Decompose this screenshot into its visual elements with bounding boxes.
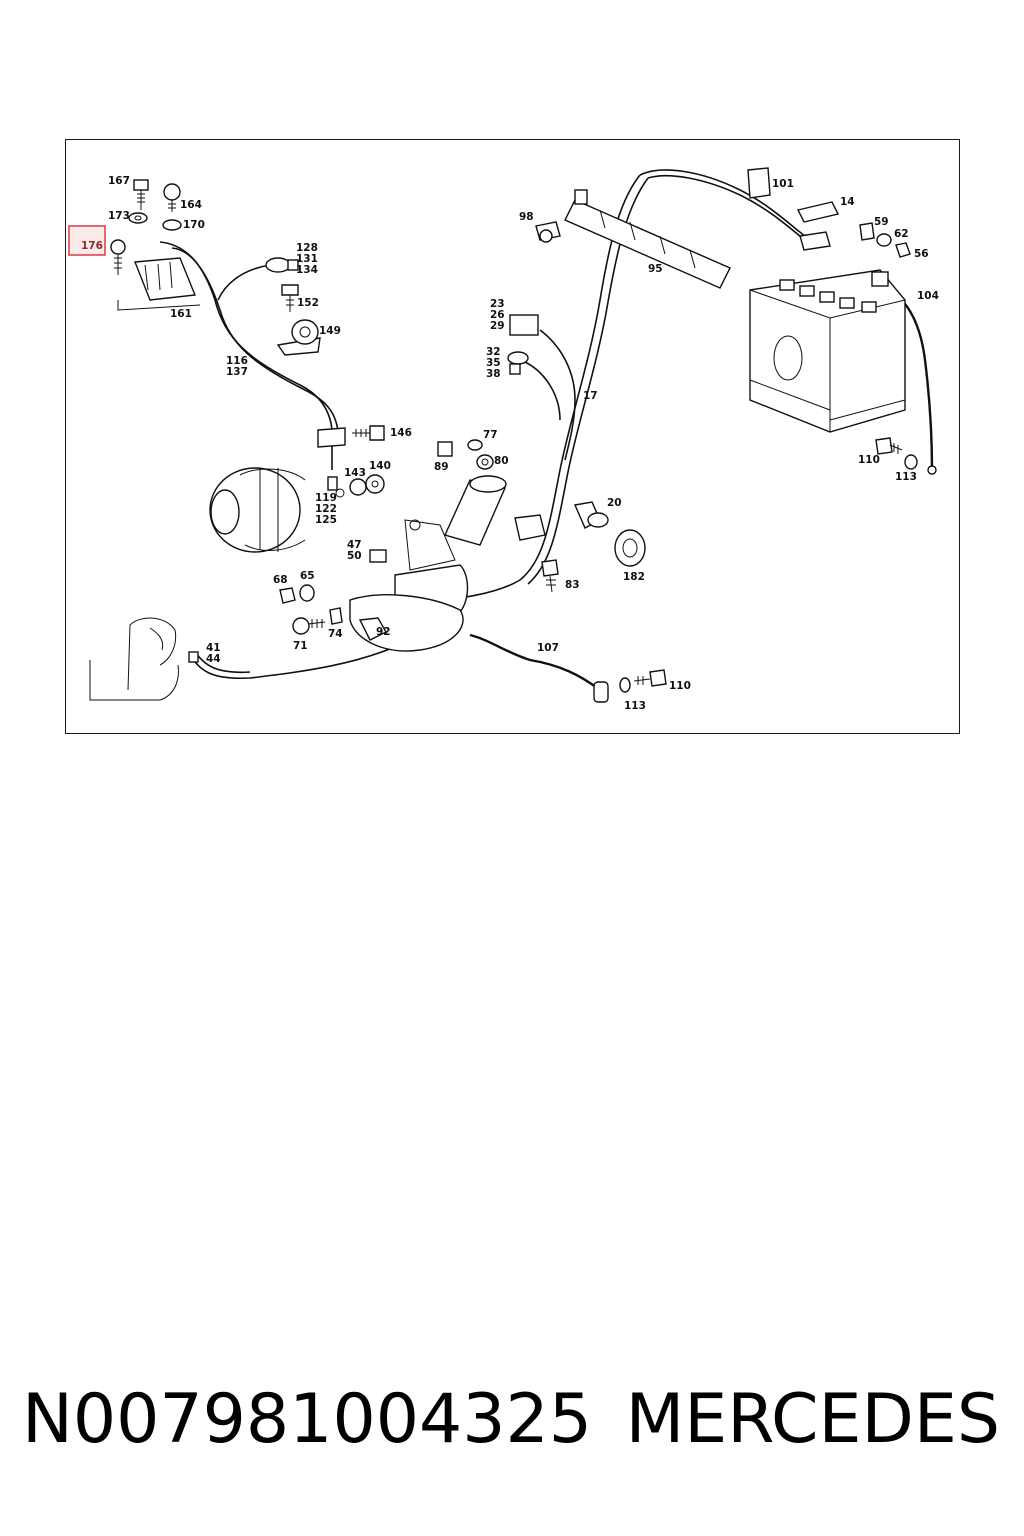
callout-26[interactable]: 26 [490,309,505,321]
callout-164[interactable]: 164 [180,199,202,211]
callout-29[interactable]: 29 [490,320,505,332]
callout-17[interactable]: 17 [583,390,598,402]
footer: N007981004325 MERCEDES [0,1375,1024,1475]
harness-top [639,169,811,241]
harness-lower [189,639,411,680]
callout-170[interactable]: 170 [183,219,205,231]
callout-167[interactable]: 167 [108,175,130,187]
callout-98[interactable]: 98 [519,211,534,223]
callout-149[interactable]: 149 [319,325,341,337]
harness-top-b [647,175,813,247]
callout-161[interactable]: 161 [170,308,192,320]
callout-137[interactable]: 137 [226,366,248,378]
callout-80[interactable]: 80 [494,455,509,467]
cable-terminal [927,465,937,475]
callout-134[interactable]: 134 [296,264,318,276]
callout-74[interactable]: 74 [328,628,343,640]
engine-bracket [89,617,179,701]
callout-35[interactable]: 35 [486,357,501,369]
callout-146[interactable]: 146 [390,427,412,439]
callout-125[interactable]: 125 [315,514,337,526]
callout-44[interactable]: 44 [206,653,221,665]
harness-left-b [171,247,339,433]
callout-47[interactable]: 47 [347,539,362,551]
callout-95[interactable]: 95 [648,263,663,275]
callout-65[interactable]: 65 [300,570,315,582]
callout-104[interactable]: 104 [917,290,939,302]
highlight-box[interactable] [68,225,106,256]
callout-71[interactable]: 71 [293,640,308,652]
callout-62[interactable]: 62 [894,228,909,240]
callout-23[interactable]: 23 [490,298,505,310]
harness-connector-branch [539,329,576,461]
callout-113-lower[interactable]: 113 [624,700,646,712]
callout-182[interactable]: 182 [623,571,645,583]
callout-116[interactable]: 116 [226,355,248,367]
callouts: 167 164 173 170 176 161 128 131 134 152 … [81,175,939,712]
callout-113-upper[interactable]: 113 [895,471,917,483]
callout-14[interactable]: 14 [840,196,855,208]
callout-56[interactable]: 56 [914,248,929,260]
callout-152[interactable]: 152 [297,297,319,309]
callout-176[interactable]: 176 [81,240,103,252]
harness-plug-branch [524,361,561,421]
alternator [209,467,306,553]
callout-41[interactable]: 41 [206,642,221,654]
callout-89[interactable]: 89 [434,461,449,473]
battery [749,269,906,433]
cable-lug [593,681,609,703]
callout-77[interactable]: 77 [483,429,498,441]
callout-50[interactable]: 50 [347,550,362,562]
callout-122[interactable]: 122 [315,503,337,515]
callout-107[interactable]: 107 [537,642,559,654]
callout-173[interactable]: 173 [108,210,130,222]
harness-main [399,174,641,606]
part-number: N007981004325 [22,1380,593,1459]
callout-119[interactable]: 119 [315,492,337,504]
callout-32[interactable]: 32 [486,346,501,358]
starter-motor [349,475,507,652]
harness-branch-sensor [217,264,271,301]
callout-59[interactable]: 59 [874,216,889,228]
callout-143[interactable]: 143 [344,467,366,479]
fuse-clip [574,189,588,205]
callout-101[interactable]: 101 [772,178,794,190]
fuse-strip-95 [564,189,731,289]
small-parts [110,167,918,693]
callout-20[interactable]: 20 [607,497,622,509]
callout-131[interactable]: 131 [296,253,318,265]
callout-110-upper[interactable]: 110 [858,454,880,466]
callout-110-lower[interactable]: 110 [669,680,691,692]
callout-128[interactable]: 128 [296,242,318,254]
callout-92[interactable]: 92 [376,626,391,638]
ground-cable-107 [469,633,601,691]
callout-38[interactable]: 38 [486,368,501,380]
callout-140[interactable]: 140 [369,460,391,472]
brand-name: MERCEDES [625,1380,1000,1459]
callout-83[interactable]: 83 [565,579,580,591]
relay-box-161 [117,257,201,311]
callout-68[interactable]: 68 [273,574,288,586]
